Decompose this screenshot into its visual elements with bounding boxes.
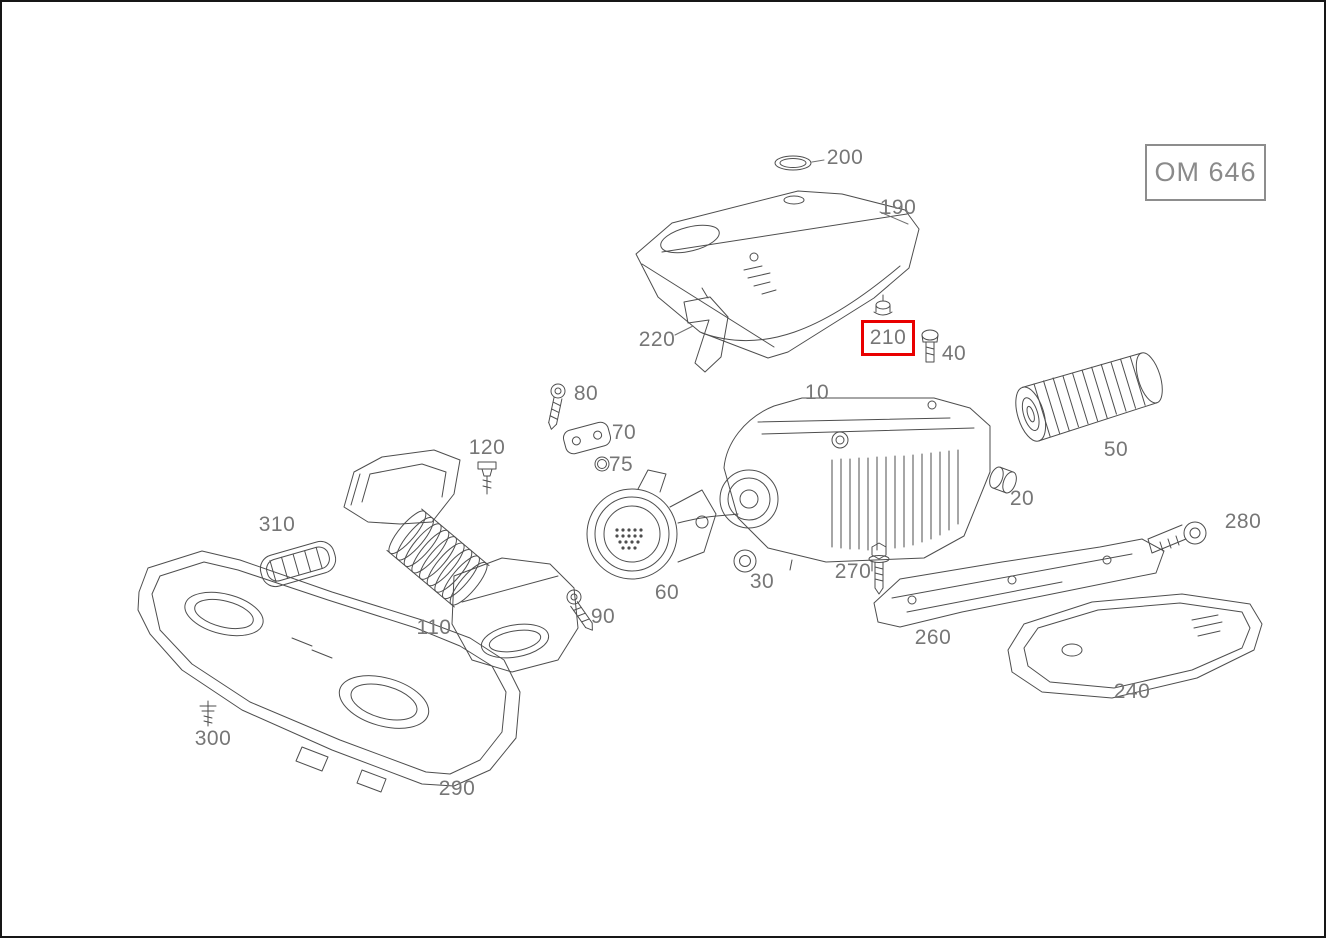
part-210-grommet xyxy=(874,295,892,315)
callout-210[interactable]: 210 xyxy=(870,326,907,350)
part-310-air-grille xyxy=(257,538,339,590)
part-60-intake-connector xyxy=(587,470,716,579)
callout-75[interactable]: 75 xyxy=(609,453,633,477)
part-300-clip xyxy=(200,701,216,726)
callout-10[interactable]: 10 xyxy=(805,381,829,405)
callout-260[interactable]: 260 xyxy=(915,626,952,650)
callout-50[interactable]: 50 xyxy=(1104,438,1128,462)
part-260-heat-shield xyxy=(874,539,1164,627)
callout-30[interactable]: 30 xyxy=(750,570,774,594)
part-80-screw xyxy=(547,384,565,430)
callout-20[interactable]: 20 xyxy=(1010,487,1034,511)
callout-90[interactable]: 90 xyxy=(591,605,615,629)
callout-110[interactable]: 110 xyxy=(417,616,452,640)
part-120-clip xyxy=(478,462,496,494)
part-280-bolt xyxy=(1148,522,1206,553)
part-75-o-ring xyxy=(595,457,609,471)
callout-240[interactable]: 240 xyxy=(1114,680,1151,704)
callout-220[interactable]: 220 xyxy=(639,328,676,352)
engine-model-box: OM 646 xyxy=(1145,144,1266,201)
part-200-seal-ring xyxy=(775,156,811,170)
part-110-intake-duct xyxy=(344,450,578,672)
callout-190[interactable]: 190 xyxy=(880,196,917,220)
part-220-bracket xyxy=(684,288,728,372)
callout-270[interactable]: 270 xyxy=(835,560,872,584)
callout-60[interactable]: 60 xyxy=(655,581,679,605)
part-10-air-filter-housing xyxy=(678,398,990,571)
callout-70[interactable]: 70 xyxy=(612,421,636,445)
part-70-sensor xyxy=(562,420,613,455)
callout-280[interactable]: 280 xyxy=(1225,510,1262,534)
callout-290[interactable]: 290 xyxy=(439,777,476,801)
engine-model-label: OM 646 xyxy=(1154,157,1256,188)
callout-120[interactable]: 120 xyxy=(469,436,506,460)
callout-310[interactable]: 310 xyxy=(259,513,296,537)
callout-200[interactable]: 200 xyxy=(827,146,864,170)
callout-40[interactable]: 40 xyxy=(942,342,966,366)
callout-80[interactable]: 80 xyxy=(574,382,598,406)
part-30-seal-ring xyxy=(734,550,756,572)
leader-lines xyxy=(675,160,908,335)
callout-300[interactable]: 300 xyxy=(195,727,232,751)
part-50-filter-element xyxy=(1010,348,1168,445)
part-40-screw xyxy=(922,330,938,362)
